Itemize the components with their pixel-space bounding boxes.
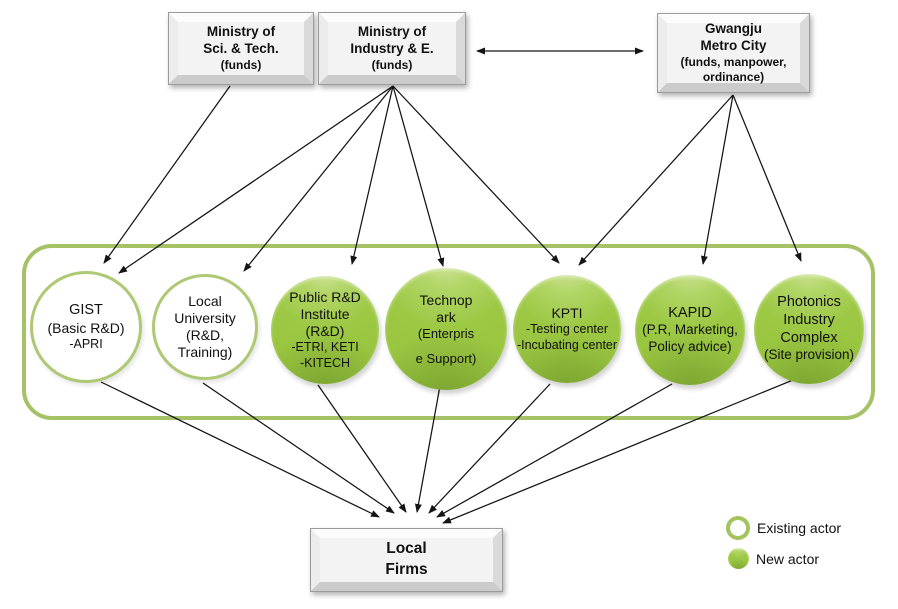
actor-photonics-complex: Photonics Industry Complex (Site provisi…: [754, 274, 864, 384]
arrow-photonics-to-local-firms: [442, 379, 794, 524]
actor-line: e Support): [415, 350, 477, 366]
box-title-line: Ministry of: [357, 24, 427, 40]
box-gwangju-metro-city: Gwangju Metro City (funds, manpower, ord…: [657, 13, 810, 93]
actor-line: -APRI: [69, 336, 103, 351]
legend-new-actor: New actor: [728, 548, 819, 569]
actor-line: Photonics: [777, 294, 841, 311]
arrow-industry-to-kpti: [392, 85, 560, 264]
arrow-industry-to-technopark: [392, 85, 445, 267]
actor-kapid: KAPID (P.R, Marketing, Policy advice): [635, 275, 745, 385]
box-ministry-industry: Ministry of Industry & E. (funds): [318, 12, 466, 85]
actor-line: Complex: [780, 329, 838, 346]
actor-line: (Enterpris: [417, 325, 475, 341]
actor-line: Technop: [419, 291, 473, 308]
arrow-local-university-to-local-firms: [202, 382, 395, 514]
actor-local-university: Local University (R&D, Training): [152, 274, 258, 380]
arrow-gist-to-local-firms: [100, 381, 380, 518]
actor-line: Training): [177, 344, 233, 361]
arrow-gwangju-to-kpti: [578, 94, 734, 266]
box-title-line: Local: [386, 540, 427, 558]
legend-label: Existing actor: [757, 520, 842, 536]
box-subtitle-line: (funds, manpower,: [680, 54, 787, 69]
box-subtitle-line: (funds): [220, 57, 262, 72]
actor-line: University: [174, 309, 236, 326]
actor-technopark: Technop ark (Enterpris e Support): [385, 268, 507, 390]
actor-line: (R&D): [305, 323, 345, 340]
actor-line: Industry: [783, 311, 835, 328]
actor-line: -Testing center: [526, 322, 608, 337]
actor-line: Public R&D: [289, 289, 361, 306]
box-title-line: Sci. & Tech.: [203, 41, 279, 56]
actors-group-frame: [22, 244, 875, 420]
actor-line: ark: [436, 308, 456, 325]
arrow-sci-tech-to-gist: [103, 85, 231, 264]
actor-line: Institute: [300, 306, 350, 323]
box-title-line: Industry & E.: [350, 41, 434, 56]
actor-line: (Basic R&D): [47, 319, 125, 336]
legend-existing-actor: Existing actor: [726, 516, 841, 540]
arrow-kpti-to-local-firms: [428, 383, 551, 514]
actor-line: Policy advice): [648, 338, 732, 354]
actor-public-rd-institute: Public R&D Institute (R&D) -ETRI, KETI -…: [271, 276, 379, 384]
box-title-line: Firms: [385, 561, 428, 578]
arrow-industry-to-gist: [118, 85, 394, 274]
box-ministry-sci-tech: Ministry of Sci. & Tech. (funds): [168, 12, 314, 85]
box-local-firms: Local Firms: [310, 528, 503, 592]
actor-line: -KITECH: [300, 355, 350, 370]
box-subtitle-line: ordinance): [702, 69, 765, 84]
arrow-public-rd-to-local-firms: [317, 384, 407, 513]
actor-line: KPTI: [551, 305, 583, 322]
box-title-line: Ministry of: [206, 24, 276, 40]
arrow-industry-to-local-university: [243, 85, 394, 272]
actor-line: -Incubating center: [516, 337, 618, 352]
actor-line: (Site provision): [763, 347, 855, 363]
arrow-technopark-to-local-firms: [414, 385, 441, 513]
box-title-line: Metro City: [700, 38, 767, 53]
arrow-kapid-to-local-firms: [436, 383, 673, 518]
actor-kpti: KPTI -Testing center -Incubating center: [513, 275, 621, 383]
actor-line: KAPID: [668, 304, 712, 321]
box-subtitle-line: (funds): [371, 57, 413, 72]
new-actor-circle-icon: [728, 548, 749, 569]
actor-line: (P.R, Marketing,: [642, 322, 738, 338]
legend-label: New actor: [756, 550, 820, 567]
box-title-line: Gwangju: [705, 21, 762, 37]
existing-actor-circle-icon: [726, 516, 750, 540]
arrow-gwangju-to-photonics: [732, 94, 802, 262]
actor-gist: GIST (Basic R&D) -APRI: [30, 271, 142, 383]
arrow-industry-to-public-rd: [350, 85, 394, 265]
actor-line: -ETRI, KETI: [291, 340, 359, 355]
actor-line: (R&D,: [185, 327, 225, 343]
actor-line: Local: [188, 292, 222, 309]
arrow-gwangju-to-kapid: [700, 94, 734, 265]
actor-line: GIST: [69, 301, 103, 318]
